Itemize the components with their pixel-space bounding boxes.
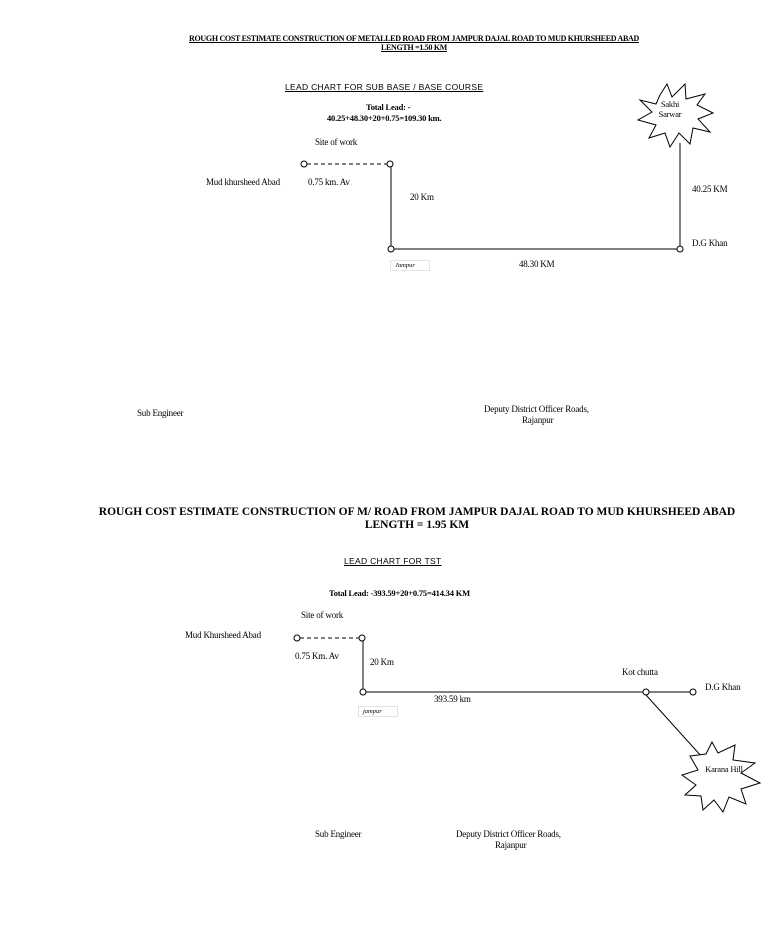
section1-ddo-line2: Rajanpur: [522, 415, 554, 425]
section1-site-of-work: Site of work: [315, 137, 358, 147]
section2-mud-khursheed: Mud Khursheed Abad: [185, 630, 261, 640]
section2-dist-075: 0.75 Km. Av: [295, 651, 339, 661]
section2-jampur-label: jampur: [358, 706, 398, 717]
section2-title-line1: ROUGH COST ESTIMATE CONSTRUCTION OF M/ R…: [98, 506, 736, 518]
section2-source-label: Karana Hill: [705, 764, 743, 774]
section1-sub-engineer: Sub Engineer: [137, 408, 184, 418]
section1-node-mud-khursheed: [300, 160, 308, 168]
section1-ddo-line1: Deputy District Officer Roads,: [484, 404, 589, 414]
section2-sub-engineer: Sub Engineer: [315, 829, 362, 839]
section2-ddo-line1: Deputy District Officer Roads,: [456, 829, 561, 839]
section1-source-line1: Sakhi Sarwar: [658, 99, 682, 119]
section1-total-lead-label: Total Lead: -: [366, 102, 411, 112]
section2-total-lead: Total Lead: -393.59+20+0.75=414.34 KM: [329, 588, 470, 598]
section2-node-kot-chutta: [642, 688, 650, 696]
section2-karana-hill-burst: [680, 740, 762, 814]
section1-jampur-label: Jampur: [390, 260, 430, 271]
section2-node-mud-khursheed: [293, 634, 301, 642]
section1-title-line1: ROUGH COST ESTIMATE CONSTRUCTION OF META…: [189, 34, 639, 43]
section1-dist-4830: 48.30 KM: [519, 259, 555, 269]
section1-chart-title: LEAD CHART FOR SUB BASE / BASE COURSE: [285, 82, 484, 92]
section1-node-site: [386, 160, 394, 168]
section1-total-lead-formula: 40.25+48.30+20+0.75=109.30 km.: [327, 113, 442, 123]
section1-dg-khan: D.G Khan: [692, 238, 728, 248]
section2-kot-chutta: Kot chutta: [622, 667, 658, 677]
section1-title-line2: LENGTH =1.50 KM: [380, 43, 448, 52]
section2-title-line2: LENGTH = 1.95 KM: [364, 519, 470, 531]
section2-dg-khan: D.G Khan: [705, 682, 741, 692]
section2-node-dg-khan: [689, 688, 697, 696]
section1-mud-khursheed: Mud khursheed Abad: [206, 177, 280, 187]
section2-chart-title: LEAD CHART FOR TST: [344, 556, 442, 566]
section2-dist-39359: 393.59 km: [434, 694, 471, 704]
section2-node-jampur: [359, 688, 367, 696]
section2-node-site: [358, 634, 366, 642]
section2-site-of-work: Site of work: [301, 610, 344, 620]
section1-dist-20: 20 Km: [410, 192, 434, 202]
section1-dist-4025: 40.25 KM: [692, 184, 728, 194]
section2-ddo-line2: Rajanpur: [495, 840, 527, 850]
section2-dist-20: 20 Km: [370, 657, 394, 667]
section1-sakhi-sarwar-burst: [636, 82, 715, 149]
section1-dist-075: 0.75 km. Av: [308, 177, 350, 187]
